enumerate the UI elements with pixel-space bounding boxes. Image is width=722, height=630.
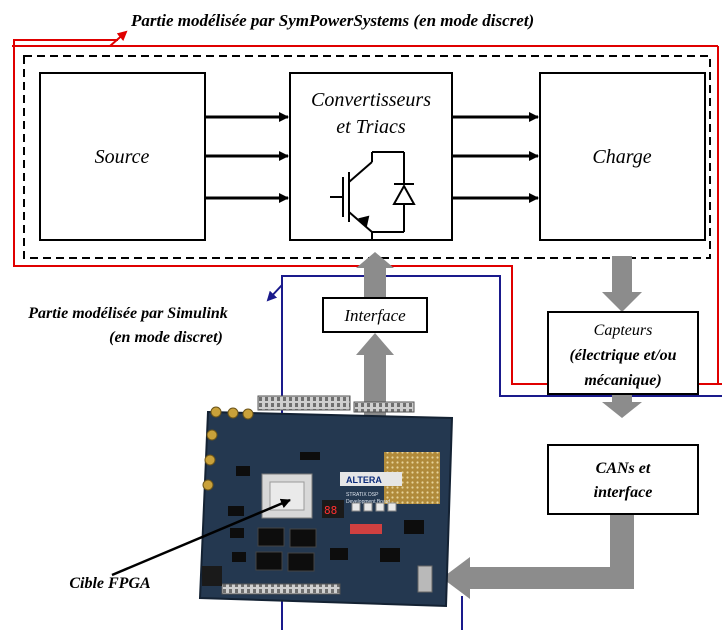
power-jack [202,566,222,586]
fpga-target-label: Cible FPGA [69,575,151,592]
arrow-interface-to-converters [356,252,394,300]
memory-chips [255,527,317,572]
adc-label-line2: interface [594,484,653,501]
seven-segment-display [322,500,344,518]
source-label: Source [95,146,150,168]
simulink-region-border [281,275,722,630]
top-header-connector [257,395,351,411]
seven-segment-digits: 88 [324,504,337,517]
adc-label-line1: CANs et [596,460,651,477]
sps-region-label: Partie modélisée par SymPowerSystems (en… [130,11,534,30]
source-block: Source [39,72,206,241]
arrow-fpga-to-interface [356,333,394,420]
sensors-label-line1: Capteurs [594,322,653,339]
igbt-diode-icon [330,151,416,240]
bottom-header-connector [221,583,341,595]
sensors-label-line3: mécanique) [584,372,661,389]
interface-label: Interface [343,306,406,325]
board-product-line2: Development Board [346,499,390,505]
board-product-line1: STRATIX DSP [346,492,379,498]
load-block: Charge [539,72,706,241]
sps-region-pointer [109,30,128,47]
discrete-model-frame [23,55,711,259]
converters-label-line1: Convertisseurs [311,89,431,111]
top-header-connector-2 [353,401,415,413]
sensors-block: Capteurs (électrique et/ou mécanique) [547,311,699,395]
adc-block: CANs et interface [547,444,699,515]
simulink-region-label-line1: Partie modélisée par Simulink [27,305,228,322]
simulink-region-label-line2: (en mode discret) [109,329,223,346]
small-components [228,452,424,562]
push-buttons [351,502,397,512]
arrow-load-to-sensors [602,256,642,312]
serial-connector [417,565,433,593]
sensors-label-line2: (électrique et/ou [569,347,676,364]
load-label: Charge [592,146,651,168]
arrow-adc-to-fpga [442,514,634,599]
fpga-board-image: ALTERA STRATIX DSP Development Board 88 [198,395,454,608]
brand-strip [340,472,402,486]
dip-switch [350,524,382,534]
board-brand: ALTERA [346,475,382,485]
sma-connectors [202,406,254,491]
interface-block: Interface [322,297,428,333]
converters-label-line2: et Triacs [336,116,406,138]
fpga-pointer-arrow [111,498,291,577]
converters-block: Convertisseurs et Triacs [289,72,453,241]
simulink-region-pointer [266,284,283,302]
arrow-sensors-to-adc [602,394,642,418]
